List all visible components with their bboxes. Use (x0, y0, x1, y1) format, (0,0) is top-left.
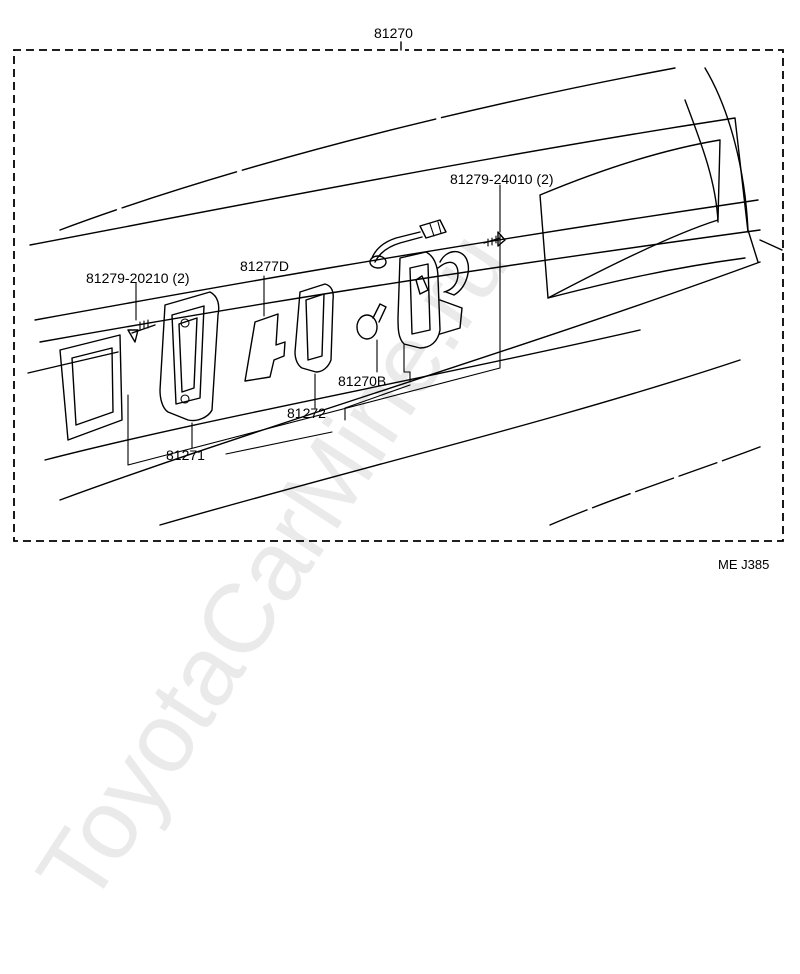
figure-code: ME J385 (718, 557, 769, 572)
label-gasket-inner: 81272 (287, 405, 326, 421)
gasket-81272 (294, 283, 334, 409)
lens-81271 (159, 291, 220, 449)
assembly-frame (13, 41, 784, 542)
assembly-label: 81270 (374, 25, 413, 41)
socket-wire-harness (369, 219, 470, 383)
bulb-81270b (356, 303, 387, 373)
vehicle-body-outline (27, 67, 783, 526)
watermark: ToyotaCarMine.ru (15, 213, 528, 922)
watermark-text: ToyotaCarMine.ru (15, 213, 528, 922)
label-gasket-outer: 81277D (240, 258, 289, 274)
leader-lines (225, 384, 411, 455)
screw-left (127, 282, 156, 343)
label-lens: 81271 (166, 447, 205, 463)
part-labels: 81270 81279-24010 (2) 81277D 81279-20210… (86, 25, 769, 572)
label-screw-left: 81279-20210 (2) (86, 270, 190, 286)
gasket-81277d (244, 275, 286, 382)
label-bulb: 81270B (338, 373, 386, 389)
screw-right (483, 184, 506, 247)
label-screw-right: 81279-24010 (2) (450, 171, 554, 187)
